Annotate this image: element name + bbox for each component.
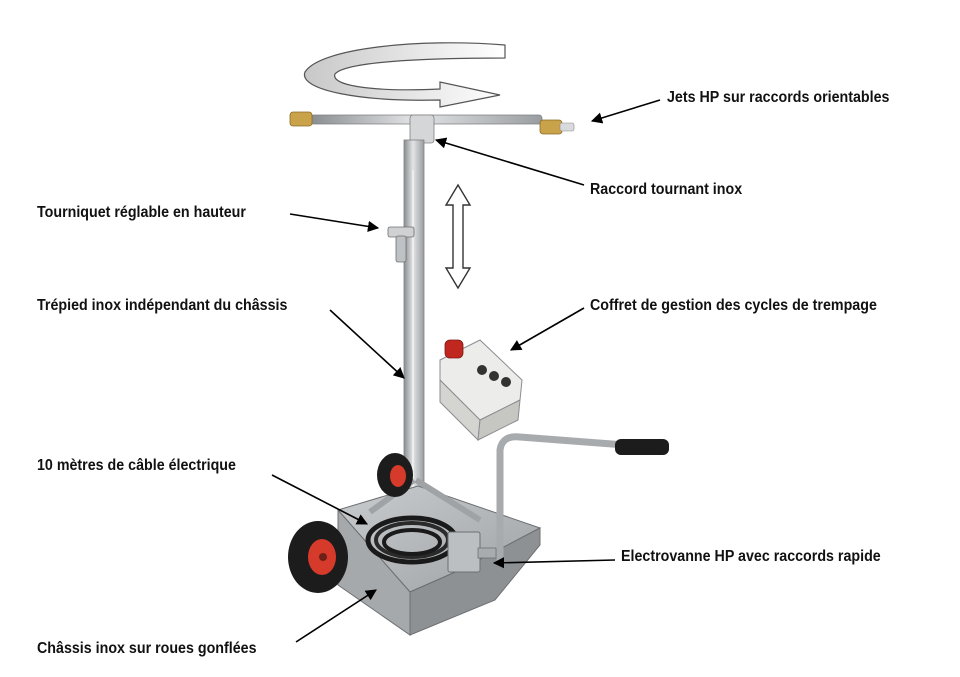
label-raccord-tournant: Raccord tournant inox: [590, 181, 743, 198]
arrow-cable: [271, 474, 368, 525]
arrow-coffret: [510, 307, 585, 351]
right-nozzle: [539, 119, 563, 135]
height-double-arrow-icon: [444, 183, 472, 290]
arrow-raccord: [434, 137, 585, 186]
beacon-light: [444, 339, 464, 359]
height-clamp: [387, 226, 415, 238]
wheel-left: [288, 521, 348, 593]
arrow-tourniquet: [289, 213, 380, 232]
label-trepied: Trépied inox indépendant du châssis: [37, 297, 288, 314]
label-electrovanne: Electrovanne HP avec raccords rapide: [621, 548, 881, 565]
arrow-trepied: [329, 309, 405, 379]
wheel-right: [377, 453, 413, 497]
label-tourniquet: Tourniquet réglable en hauteur: [37, 204, 246, 221]
arrow-jets: [590, 99, 661, 124]
callout-arrows: [271, 99, 661, 643]
swivel-joint: [409, 114, 435, 144]
solenoid-valve: [447, 531, 497, 573]
label-chassis: Châssis inox sur roues gonflées: [37, 640, 257, 657]
left-nozzle: [289, 111, 313, 127]
label-coffret: Coffret de gestion des cycles de trempag…: [590, 297, 877, 314]
rotation-arrow-icon: [303, 42, 506, 108]
spray-bar: [289, 111, 575, 144]
handle: [496, 433, 669, 560]
arrow-chassis: [295, 589, 377, 643]
arrow-electrovanne: [492, 557, 616, 569]
handle-grip: [615, 439, 669, 455]
control-box: [439, 339, 523, 442]
label-cable: 10 mètres de câble électrique: [37, 457, 236, 474]
label-jets-hp: Jets HP sur raccords orientables: [667, 89, 890, 106]
